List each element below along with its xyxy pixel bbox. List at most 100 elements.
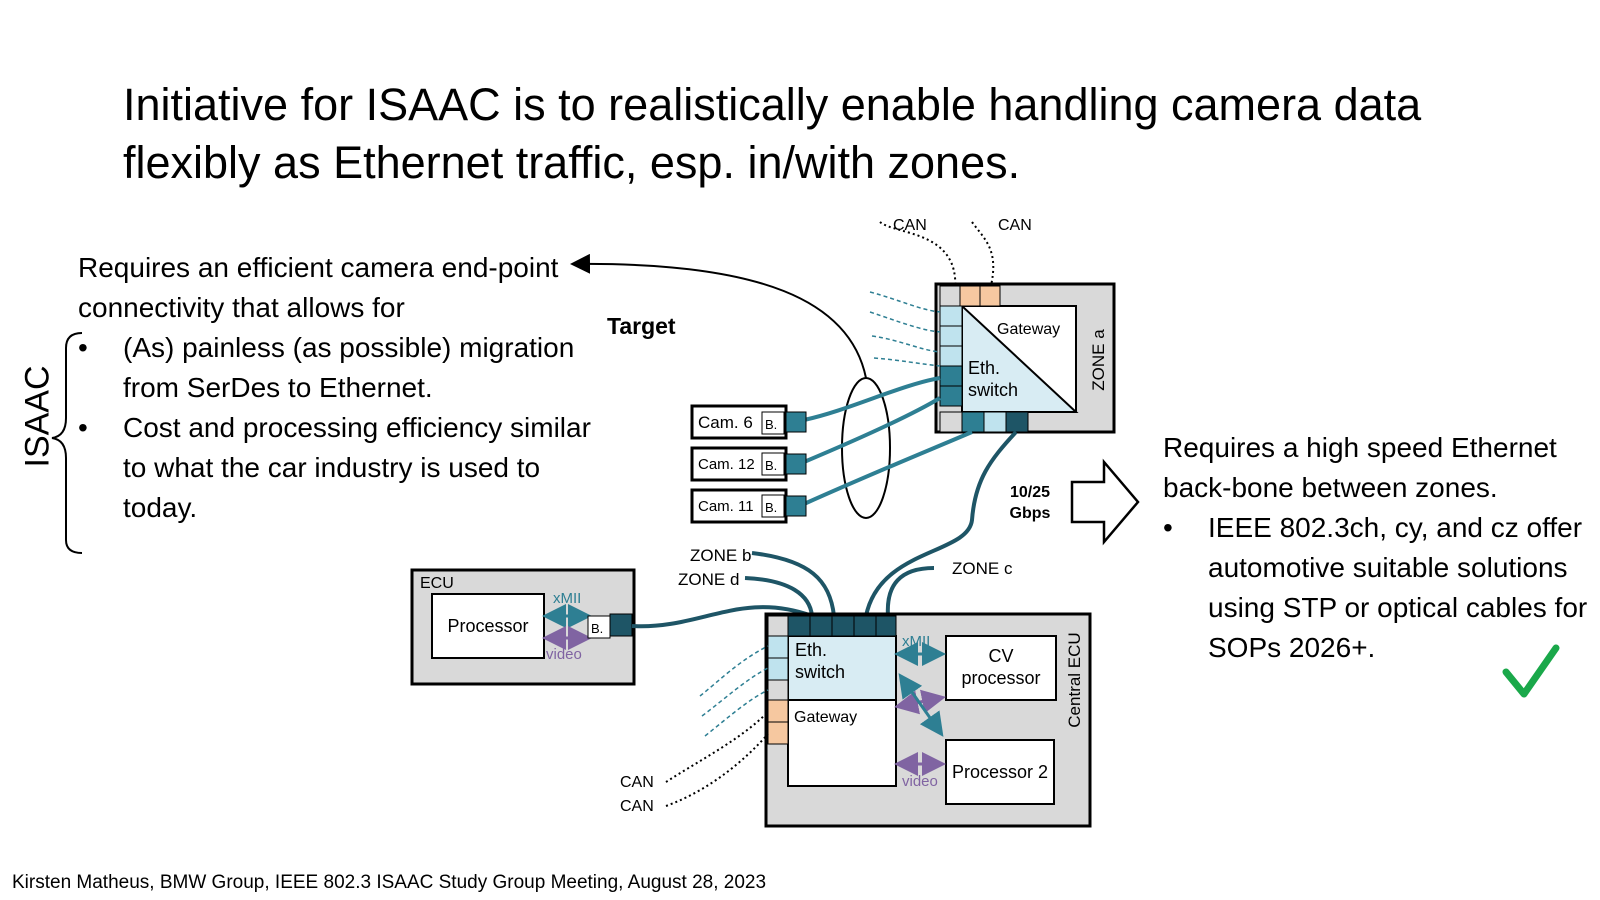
- right-intro: Requires a high speed Ethernet back-bone…: [1163, 432, 1557, 503]
- zone-a-port: [939, 385, 963, 407]
- central-eth-switch: [787, 635, 897, 701]
- can-bottom-line-2: [665, 733, 769, 807]
- zone-a-port: [939, 411, 963, 433]
- zone-a-gateway-label: Gateway: [997, 321, 1060, 338]
- zone-b-label: ZONE b: [690, 546, 751, 565]
- camera-6-port: [785, 411, 807, 433]
- camera-11-port: [785, 495, 807, 517]
- sensor-link: [704, 689, 769, 737]
- sensor-link: [871, 335, 941, 353]
- zone-d-cable: [744, 576, 814, 617]
- camera-11-bridge: [761, 494, 785, 518]
- can-bottom-line-1: [665, 711, 769, 783]
- central-port: [853, 615, 877, 637]
- ecu-processor-label: Processor: [447, 616, 528, 636]
- sensor-link: [699, 645, 769, 697]
- sensor-link: [869, 311, 941, 333]
- can-bottom-label-2: CAN: [620, 798, 654, 815]
- left-bullet-1: (As) painless (as possible) migration fr…: [78, 328, 598, 408]
- central-switch-label-2: switch: [795, 662, 845, 682]
- cam6-cable: [803, 376, 941, 422]
- cv-processor-box: [945, 635, 1057, 701]
- camera-6-label: Cam. 6: [698, 413, 753, 432]
- zone-a-port: [939, 325, 963, 347]
- central-gateway-label: Gateway: [794, 709, 857, 726]
- sensor-link: [701, 667, 769, 717]
- zone-a-port: [939, 365, 963, 387]
- camera-12-bridge: [761, 452, 785, 476]
- proc2-video-label: video: [902, 773, 938, 790]
- ecu-port: [609, 613, 633, 637]
- zone-a-can-port: [979, 285, 1001, 307]
- cv-processor-label-2: processor: [961, 668, 1040, 688]
- ecu-to-central-cable: [631, 605, 813, 629]
- page-title: Initiative for ISAAC is to realistically…: [123, 79, 1422, 188]
- speed-label-1: 10/25: [1010, 484, 1050, 501]
- zone-a-port: [939, 345, 963, 367]
- cv-xmii-label: xMII: [902, 633, 930, 650]
- camera-12-port: [785, 453, 807, 475]
- cam11-cable: [803, 430, 973, 506]
- zone-a-port: [939, 305, 963, 327]
- speed-label-2: Gbps: [1010, 505, 1051, 522]
- target-label: Target: [607, 313, 676, 339]
- left-bullet-2: Cost and processing efficiency similar t…: [78, 408, 598, 528]
- cv-processor-label-1: CV: [988, 646, 1013, 666]
- zone-a-port: [983, 411, 1007, 433]
- right-text-block: Requires a high speed Ethernet back-bone…: [1163, 428, 1593, 668]
- central-port: [767, 679, 789, 701]
- switch-to-proc2-arrow: [898, 673, 944, 737]
- backbone-cable: [864, 430, 1018, 617]
- hollow-right-arrow: [1070, 458, 1140, 546]
- camera-12-bridge-label: B.: [765, 458, 777, 473]
- can-bottom-label-1: CAN: [620, 774, 654, 791]
- camera-11-label: Cam. 11: [698, 498, 754, 515]
- central-port: [767, 635, 789, 659]
- central-can-port: [767, 721, 789, 745]
- central-port: [767, 657, 789, 681]
- zone-a-label: ZONE a: [1089, 329, 1108, 391]
- zone-a-port: [1005, 411, 1029, 433]
- left-intro: Requires an efficient camera end-point c…: [78, 252, 559, 323]
- target-arrow: [570, 253, 867, 379]
- zone-c-label: ZONE c: [952, 559, 1013, 578]
- footer-credit: Kirsten Matheus, BMW Group, IEEE 802.3 I…: [12, 872, 767, 893]
- zone-a-port: [961, 411, 985, 433]
- central-port: [875, 615, 897, 637]
- can-top-line-2: [971, 221, 995, 291]
- left-text-block: Requires an efficient camera end-point c…: [78, 248, 598, 528]
- cable-bundle-ellipse: [841, 377, 891, 519]
- zone-a-switch-label-1: Eth.: [968, 358, 1000, 378]
- sensor-link: [873, 357, 941, 367]
- can-top-label-2: CAN: [998, 217, 1032, 234]
- zone-a-switch-label-2: switch: [968, 380, 1018, 400]
- zone-c-cable: [885, 566, 935, 617]
- left-bullet-list: (As) painless (as possible) migration fr…: [78, 328, 598, 528]
- central-port: [787, 615, 811, 637]
- sensor-link: [869, 291, 941, 313]
- isaac-brace: [51, 332, 83, 554]
- central-port: [831, 615, 855, 637]
- ecu-label: ECU: [420, 575, 454, 592]
- central-port: [809, 615, 833, 637]
- check-icon: [1502, 644, 1560, 698]
- right-bullet-list: IEEE 802.3ch, cy, and cz offer automotiv…: [1163, 508, 1593, 668]
- processor-2-label: Processor 2: [952, 762, 1048, 782]
- central-can-port: [767, 699, 789, 723]
- zone-d-label: ZONE d: [678, 570, 739, 589]
- central-port: [767, 615, 789, 637]
- zone-a-can-port: [959, 285, 981, 307]
- camera-11-bridge-label: B.: [765, 500, 777, 515]
- central-ecu-label: Central ECU: [1065, 632, 1084, 727]
- right-bullet-1: IEEE 802.3ch, cy, and cz offer automotiv…: [1163, 508, 1593, 668]
- ecu-bridge-label: B.: [591, 621, 603, 636]
- processor-2-box: [945, 739, 1055, 805]
- cam12-cable: [803, 396, 942, 464]
- camera-12-label: Cam. 12: [698, 456, 755, 473]
- camera-6-bridge-label: B.: [765, 417, 777, 432]
- zone-b-cable: [751, 551, 836, 617]
- zone-a-port: [939, 285, 961, 307]
- camera-6-bridge: [761, 411, 785, 435]
- ecu-xmii-label: xMII: [553, 590, 581, 607]
